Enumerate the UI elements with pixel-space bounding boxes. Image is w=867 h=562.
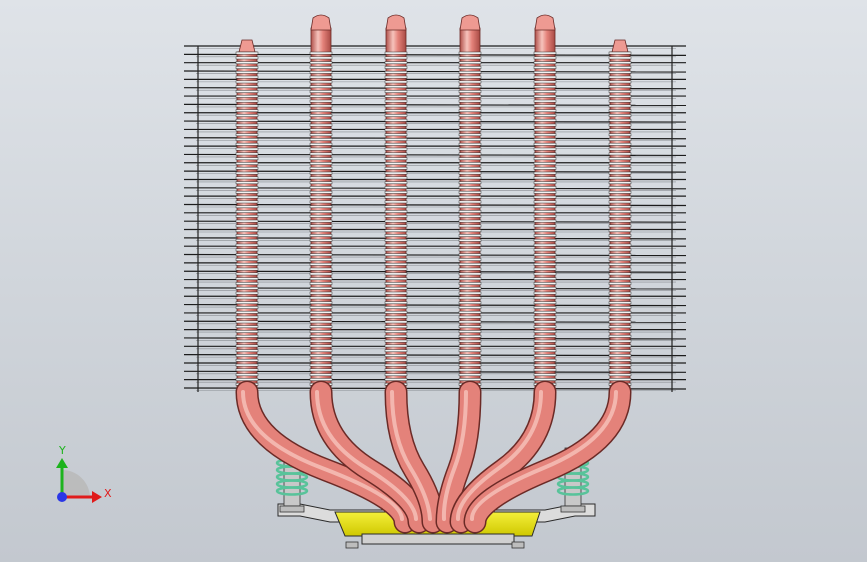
fin [183,170,687,173]
fin [183,387,687,390]
fin [183,120,687,123]
fin [183,53,687,56]
x-axis-label: X [104,487,112,500]
fin [183,354,687,357]
fin [183,70,687,73]
fin [183,137,687,140]
fin [183,253,687,257]
heatpipe-6 [463,39,632,534]
fin [183,87,687,90]
fin [183,320,687,323]
heatpipe-4 [435,14,482,534]
fin [183,203,687,207]
fin [183,370,687,373]
heatpipe-2 [309,14,431,534]
fin [183,287,687,290]
heatpipe-3 [384,14,445,534]
fin [183,103,687,106]
heatpipe-5 [449,14,557,534]
y-axis-label: Y [58,444,66,457]
heatpipes [235,14,632,534]
z-axis-dot-icon [57,492,67,502]
triad-quadrant-shape [62,470,90,497]
fin [183,220,687,223]
fin [183,237,687,240]
fin-stack [183,45,687,392]
fin [183,153,687,157]
x-axis-arrow-icon [92,491,102,503]
fin [183,337,687,340]
y-axis-arrow-icon [56,458,68,468]
fin [183,303,687,307]
heatpipe-1 [235,39,417,534]
axis-triad: Y X [56,444,112,503]
fin [183,270,687,273]
fin [183,187,687,190]
